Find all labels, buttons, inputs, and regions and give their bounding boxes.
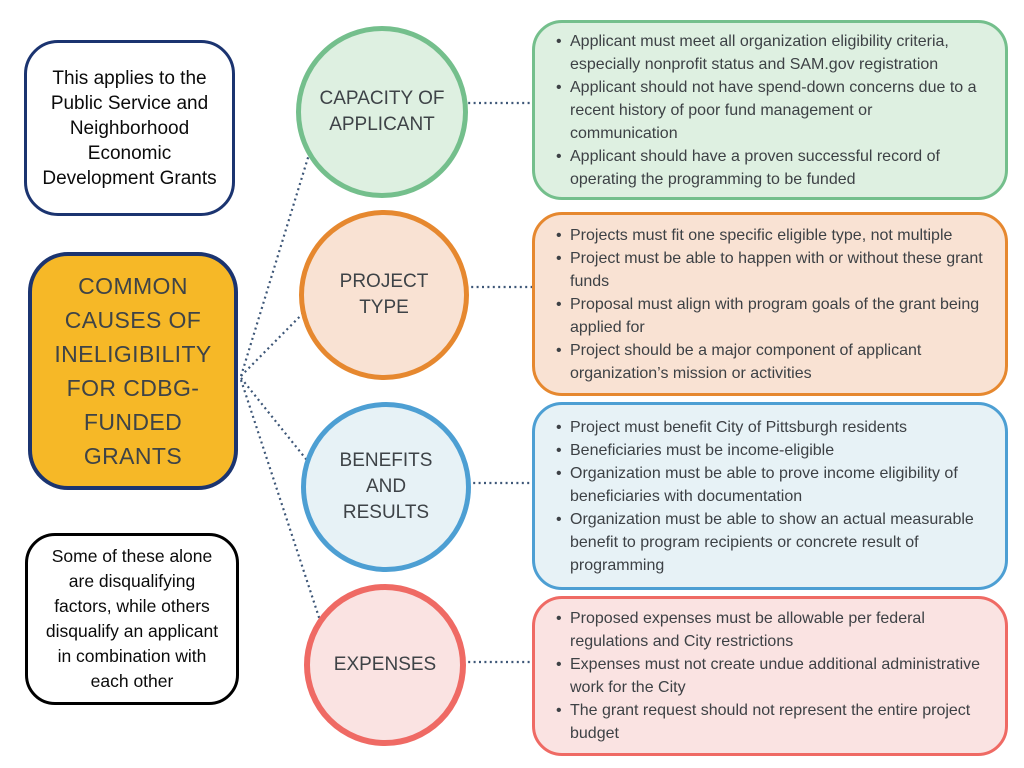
bullet-list: Projects must fit one specific eligible … (535, 224, 1005, 385)
category-circle-benefits: BENEFITS AND RESULTS (301, 402, 471, 572)
category-circle-project-type: PROJECT TYPE (299, 210, 469, 380)
bullet-item: Beneficiaries must be income-eligible (555, 439, 983, 462)
bullet-item: The grant request should not represent t… (555, 699, 983, 745)
bullet-item: Proposal must align with program goals o… (555, 293, 983, 339)
category-label: BENEFITS AND RESULTS (339, 450, 433, 523)
bullet-list: Project must benefit City of Pittsburgh … (535, 416, 1005, 577)
bullet-list: Proposed expenses must be allowable per … (535, 607, 1005, 745)
bullet-list: Applicant must meet all organization eli… (535, 30, 1005, 191)
bullet-item: Organization must be able to prove incom… (555, 462, 983, 508)
bullet-item: Projects must fit one specific eligible … (555, 224, 983, 247)
bullet-item: Project must be able to happen with or w… (555, 247, 983, 293)
hub-title-box: COMMON CAUSES OF INELIGIBILITY FOR CDBG-… (28, 252, 238, 490)
bullet-item: Applicant should have a proven successfu… (555, 145, 983, 191)
bullet-item: Expenses must not create undue additiona… (555, 653, 983, 699)
scope-note-text: This applies to the Public Service and N… (42, 67, 217, 189)
category-label: CAPACITY OF APPLICANT (319, 88, 445, 135)
category-label: EXPENSES (333, 654, 437, 675)
scope-note-box: This applies to the Public Service and N… (24, 40, 235, 216)
bullet-panel-benefits: Project must benefit City of Pittsburgh … (532, 402, 1008, 590)
bullet-item: Organization must be able to show an act… (555, 508, 983, 577)
hub-title-text: COMMON CAUSES OF INELIGIBILITY FOR CDBG-… (54, 273, 212, 469)
category-circle-capacity: CAPACITY OF APPLICANT (296, 26, 468, 198)
bullet-panel-expenses: Proposed expenses must be allowable per … (532, 596, 1008, 756)
bullet-item: Applicant should not have spend-down con… (555, 76, 983, 145)
category-circle-expenses: EXPENSES (304, 584, 466, 746)
combination-note-box: Some of these alone are disqualifying fa… (25, 533, 239, 705)
combination-note-text: Some of these alone are disqualifying fa… (45, 546, 219, 691)
bullet-panel-project-type: Projects must fit one specific eligible … (532, 212, 1008, 396)
category-label: PROJECT TYPE (339, 271, 429, 318)
bullet-panel-capacity: Applicant must meet all organization eli… (532, 20, 1008, 200)
bullet-item: Proposed expenses must be allowable per … (555, 607, 983, 653)
bullet-item: Project must benefit City of Pittsburgh … (555, 416, 983, 439)
bullet-item: Applicant must meet all organization eli… (555, 30, 983, 76)
bullet-item: Project should be a major component of a… (555, 339, 983, 385)
